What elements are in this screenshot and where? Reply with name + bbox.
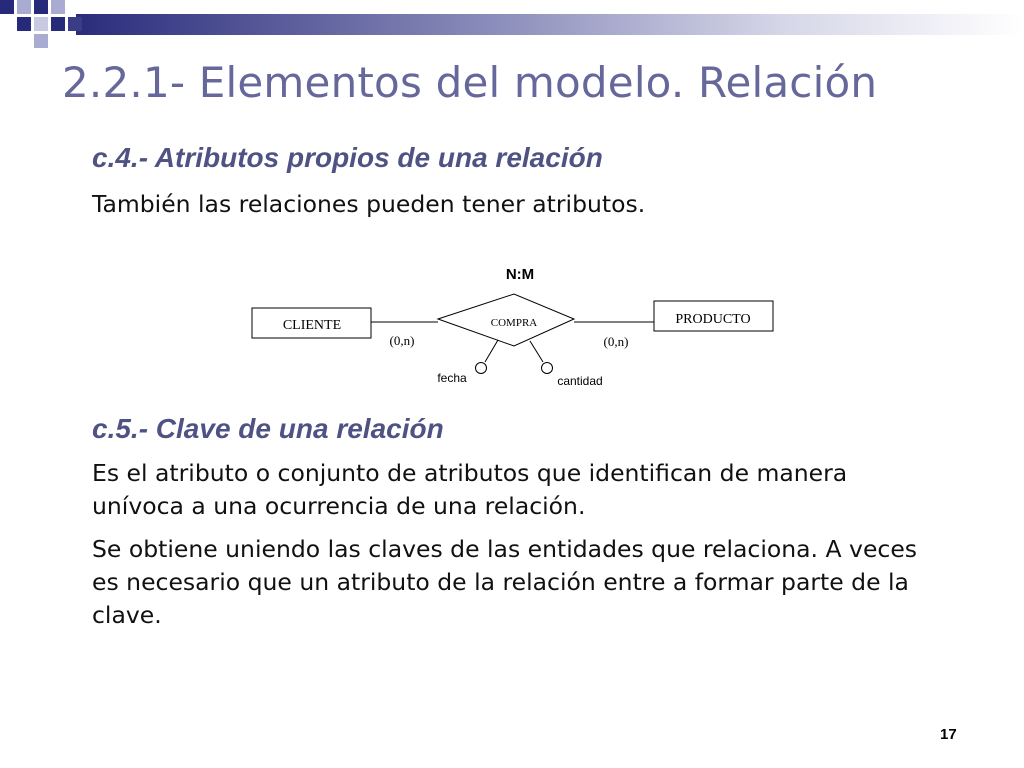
deco-square <box>68 17 82 31</box>
cardinality-left: (0,n) <box>390 333 415 348</box>
header-decoration <box>0 0 1024 48</box>
deco-square <box>51 17 65 31</box>
page-number: 17 <box>940 726 957 743</box>
section-c4-text: También las relaciones pueden tener atri… <box>92 190 646 218</box>
attr-fecha-label: fecha <box>437 371 467 385</box>
relationship-compra-diamond <box>436 293 576 347</box>
entity-cliente-label: CLIENTE <box>283 318 341 333</box>
entity-producto-box <box>653 300 774 332</box>
attr-fecha-line <box>484 339 499 363</box>
header-gradient-bar <box>76 14 1024 35</box>
er-diagram: N:M CLIENTE COMPRA PRODUCTO (0,n) (0,n) … <box>251 266 774 388</box>
slide-title: 2.2.1- Elementos del modelo. Relación <box>62 58 878 107</box>
deco-square <box>51 0 65 14</box>
attr-fecha-circle <box>475 362 487 374</box>
section-c5-paragraph-1: Es el atributo o conjunto de atributos q… <box>92 459 848 520</box>
attr-cantidad-circle <box>541 362 553 374</box>
deco-square <box>0 0 14 14</box>
section-c5-heading: c.5.- Clave de una relación <box>92 413 444 444</box>
entity-cliente-box <box>251 307 372 339</box>
section-c5-paragraph-2: Se obtiene uniendo las claves de las ent… <box>92 535 918 629</box>
section-c4-heading: c.4.- Atributos propios de una relación <box>92 142 603 173</box>
deco-square <box>17 0 31 14</box>
cardinality-label: N:M <box>506 266 534 283</box>
deco-square <box>34 34 48 48</box>
attr-cantidad-line <box>529 340 544 363</box>
deco-square <box>34 0 48 14</box>
deco-square <box>34 17 48 31</box>
relationship-compra-label: COMPRA <box>491 317 538 329</box>
deco-square <box>17 17 31 31</box>
cardinality-right: (0,n) <box>604 334 629 349</box>
attr-cantidad-label: cantidad <box>557 374 602 388</box>
entity-producto-label: PRODUCTO <box>675 312 750 327</box>
